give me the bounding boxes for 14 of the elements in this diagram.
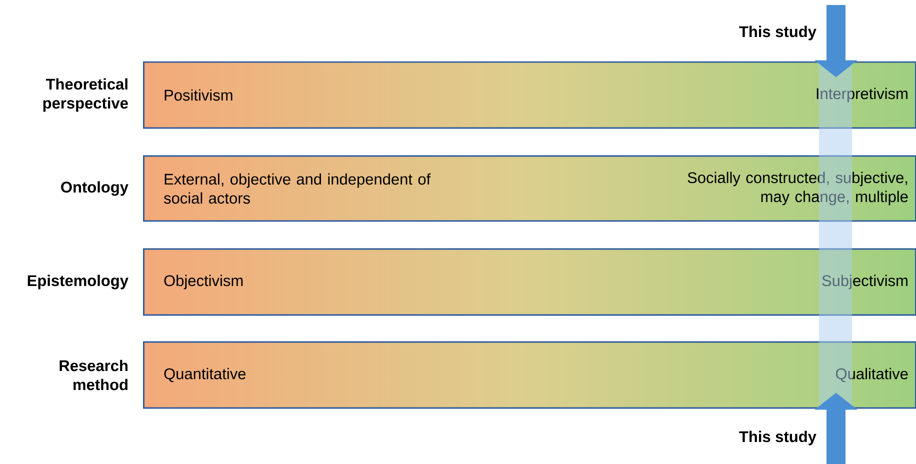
row-heading: Theoretical perspective [43,78,128,112]
band-text: Subjectivism [822,274,908,290]
band-text: Objectivism [164,274,243,290]
band-text: External, objective and independent of social actors [164,173,431,204]
study-label: This study [739,430,816,446]
band-text: Quantitative [164,368,246,382]
study-label: This study [739,26,816,40]
band-text: Socially constructed, subjective, may change, multiple [688,172,908,206]
band-text: Interpretivism [816,88,908,102]
row-heading: Research method [60,360,128,390]
band-text: Qualitative [836,368,908,382]
band-text: Positivism [164,89,232,101]
row-heading: Ontology [61,181,128,196]
row-heading: Epistemology [28,274,128,290]
